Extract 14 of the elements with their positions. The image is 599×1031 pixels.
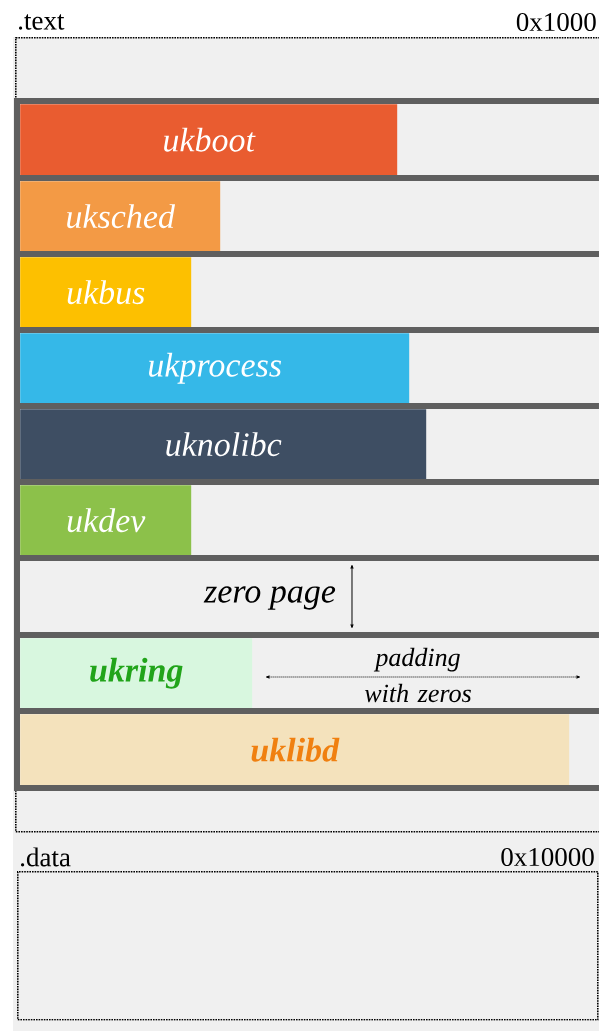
node-label: .data	[20, 847, 71, 867]
module-bar: uksched	[20, 181, 221, 252]
module-bar: ukring	[20, 638, 253, 709]
node-label: .text	[18, 14, 65, 30]
module-bar: ukdev	[20, 485, 192, 556]
module-bar: ukbus	[20, 257, 192, 328]
node-label: 0x1000	[516, 12, 596, 32]
module-bar: ukprocess	[20, 333, 410, 404]
module-bar: uklibd	[20, 714, 570, 786]
node-label: 0x10000	[501, 847, 594, 867]
module-bar: uknolibc	[20, 409, 427, 480]
memory-label: zero page	[203, 586, 336, 610]
memory-section: .data 0x10000	[17, 847, 599, 1021]
module-bar: ukboot	[20, 104, 398, 176]
